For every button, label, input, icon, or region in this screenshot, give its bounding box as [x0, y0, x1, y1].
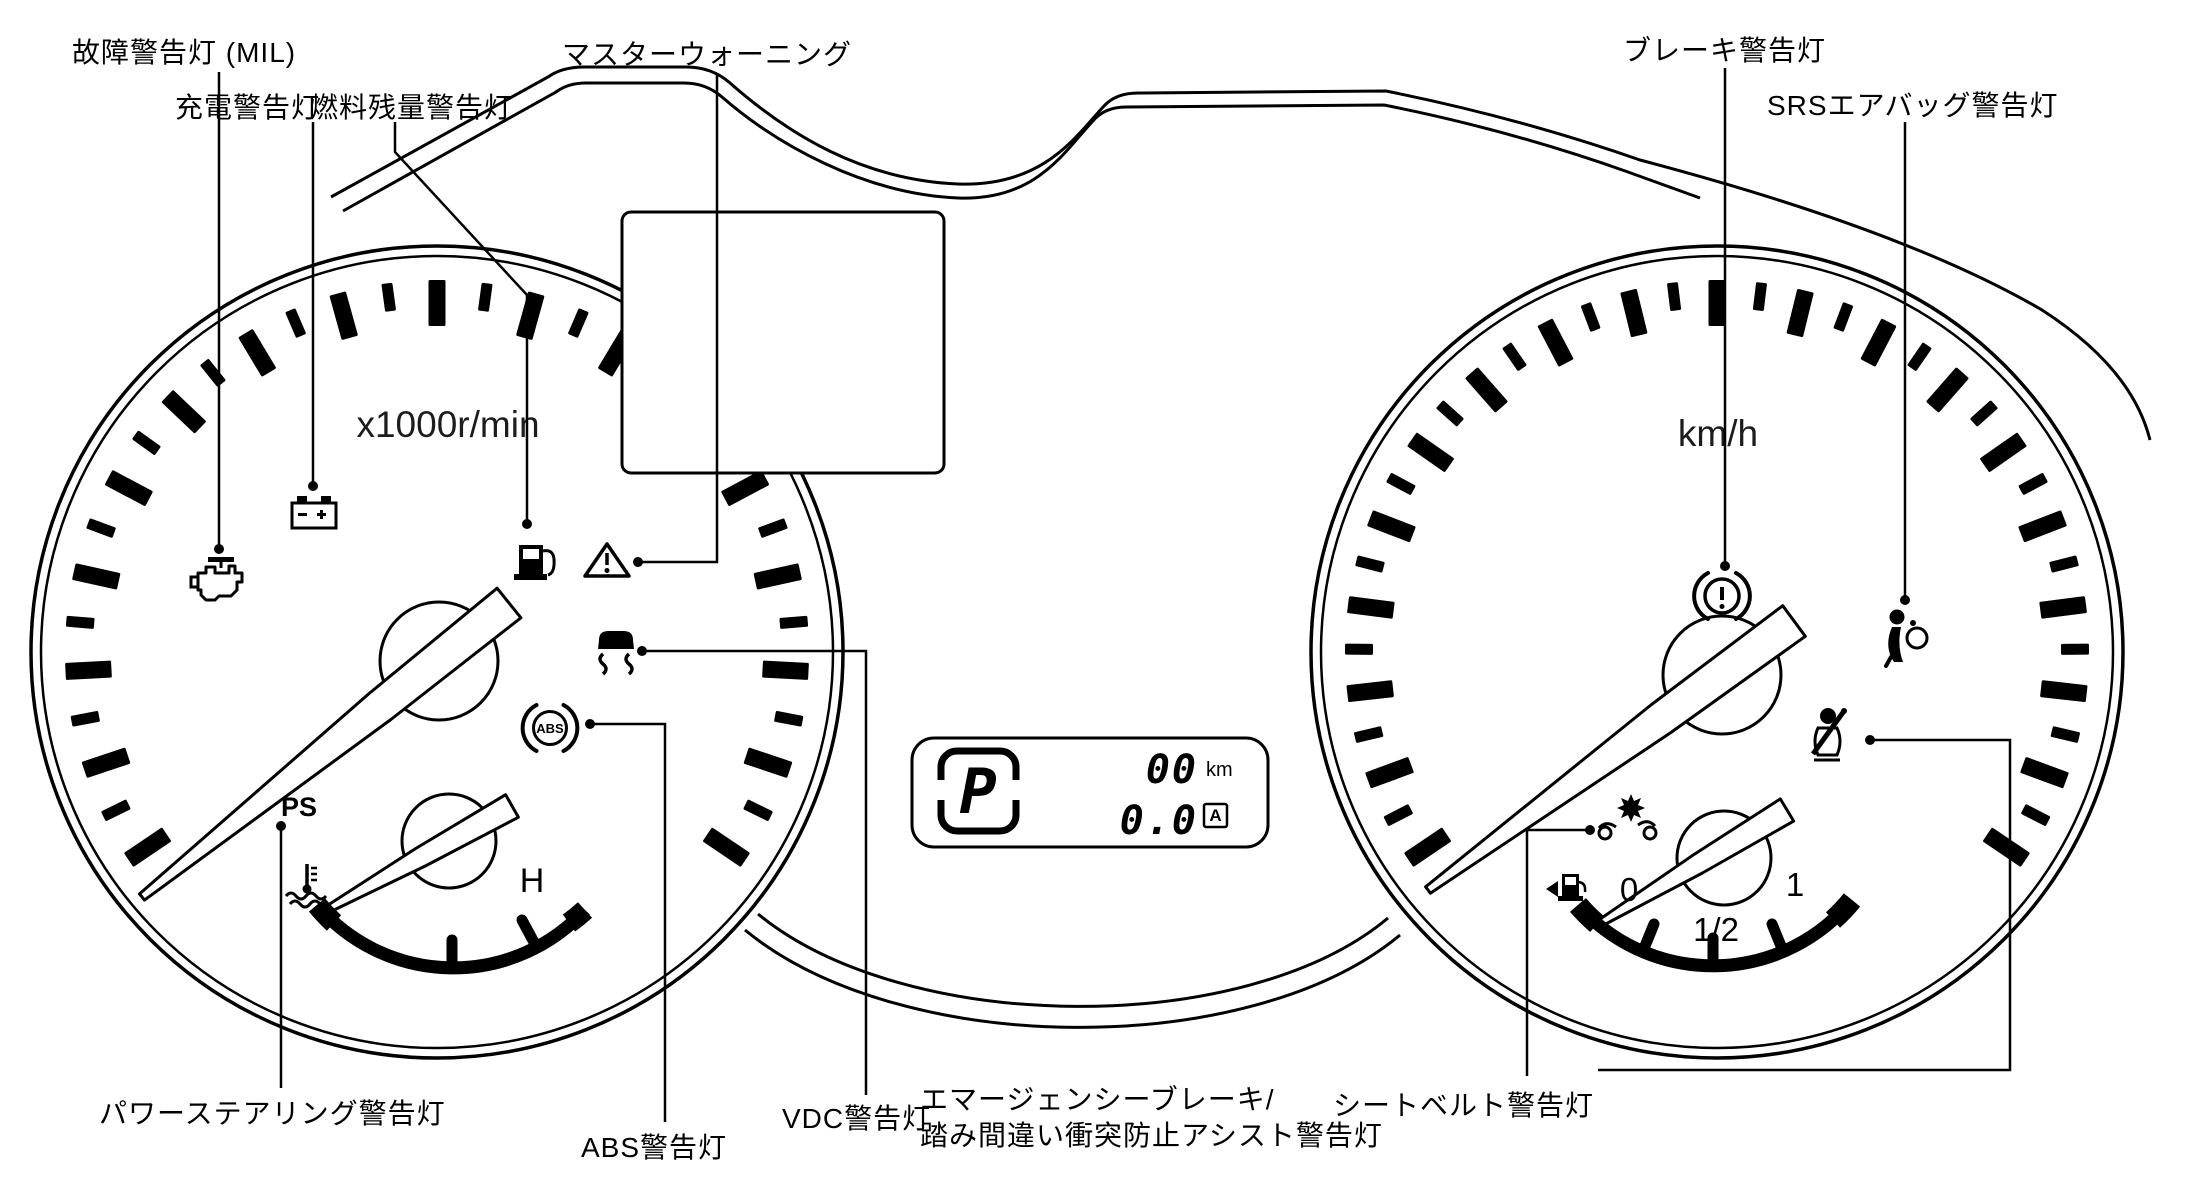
trip-value: 0.0: [1120, 798, 1198, 844]
coolant-temp-icon: [284, 864, 328, 909]
callout-fuel-low: 燃料残量警告灯: [310, 92, 514, 123]
leader-master-warning: [641, 73, 719, 564]
callout-mil: 故障警告灯 (MIL): [72, 37, 297, 68]
fuel-pump-arrow-icon: [1546, 874, 1587, 901]
fuel-gauge: 0 1/2 1: [1546, 797, 1861, 973]
callout-emergency-brake-line2: 踏み間違い衝突防止アシスト警告灯: [920, 1120, 1383, 1151]
leader-emergency-brake: [1525, 828, 1588, 1076]
callout-seat-belt: シートベルト警告灯: [1333, 1090, 1595, 1121]
speedometer-needle: [1424, 604, 1807, 895]
housing-inner-edge: [342, 81, 1701, 213]
abs-icon: ABS: [520, 703, 580, 753]
engine-mil-icon: [189, 557, 244, 602]
callout-leader-dots: [214, 481, 1910, 835]
fuel-quarter-tick: [1637, 918, 1660, 957]
trip-mode-box: [1202, 802, 1229, 829]
temperature-upper-tick: [516, 914, 542, 952]
callout-power-steering: パワーステアリング警告灯: [99, 1098, 446, 1129]
emergency-brake-icon: [1597, 794, 1658, 841]
callout-vdc: VDC警告灯: [782, 1103, 932, 1134]
cluster-housing: [330, 65, 2152, 1029]
speedometer-unit-label: km/h: [1678, 413, 1758, 454]
brake-warning-icon: [1692, 571, 1752, 621]
gear-position-value: P: [959, 755, 996, 828]
center-info-display: [620, 210, 946, 475]
fuel-full-label: 1: [1786, 866, 1804, 903]
speedometer-rim-outer: [1309, 244, 2125, 1060]
callout-emergency-brake-line1: エマージェンシーブレーキ/: [920, 1084, 1275, 1115]
callout-master-warning: マスターウォーニング: [562, 39, 853, 70]
leader-abs: [592, 722, 667, 1122]
gear-box-gap-left: [934, 780, 948, 800]
odometer-unit: km: [1206, 759, 1233, 781]
fuel-half-label: 1/2: [1693, 911, 1739, 948]
speedometer-rim-inner: [1319, 254, 2115, 1050]
odometer-value: 00: [1146, 747, 1198, 793]
leader-vdc: [644, 649, 868, 1095]
master-warning-icon: [583, 542, 631, 578]
housing-bottom-outer: [744, 928, 1401, 1029]
lcd-outline: [910, 736, 1270, 849]
power-steering-indicator: PS: [281, 792, 317, 822]
tachometer-ticks: [65, 280, 809, 867]
fuel-empty-label: 0: [1620, 871, 1638, 908]
callout-charge: 充電警告灯: [175, 92, 321, 123]
callout-leader-lines: [217, 68, 2012, 1122]
srs-airbag-icon: [1884, 609, 1929, 668]
leader-seat-belt: [1598, 738, 2012, 1072]
lcd-panel: P 00 km 0.0 A: [910, 736, 1270, 849]
gear-box-gap-right: [1009, 780, 1023, 800]
housing-outer-edge: [330, 65, 2152, 441]
low-fuel-icon: [514, 545, 556, 580]
callout-abs: ABS警告灯: [581, 1132, 728, 1163]
speedometer-ticks: [1344, 280, 2090, 867]
temperature-arc-hot-end: [562, 902, 593, 932]
vdc-icon: [598, 631, 634, 676]
callout-brake: ブレーキ警告灯: [1623, 35, 1827, 66]
temperature-gauge: PS H: [281, 792, 593, 975]
abs-icon-label: ABS: [536, 721, 564, 736]
callout-srs: SRSエアバッグ警告灯: [1767, 90, 2059, 121]
fuel-threequarter-tick: [1766, 918, 1789, 957]
leader-fuel-low: [393, 122, 529, 521]
callout-emergency-brake: エマージェンシーブレーキ/ 踏み間違い衝突防止アシスト警告灯: [920, 1082, 1383, 1154]
temp-hot-label: H: [520, 862, 545, 900]
housing-bottom-inner: [757, 912, 1389, 1008]
seat-belt-icon: [1810, 708, 1847, 762]
speedometer-dial: [1309, 244, 2125, 1060]
battery-charge-icon: [290, 496, 338, 530]
fuel-arc-full-end: [1825, 893, 1861, 928]
tachometer-needle: [138, 586, 523, 902]
tachometer-unit-label: x1000r/min: [356, 404, 539, 445]
temperature-arc-cold-end: [308, 898, 342, 931]
fuel-arc-empty-end: [1570, 898, 1604, 932]
trip-mode-value: A: [1209, 806, 1221, 825]
